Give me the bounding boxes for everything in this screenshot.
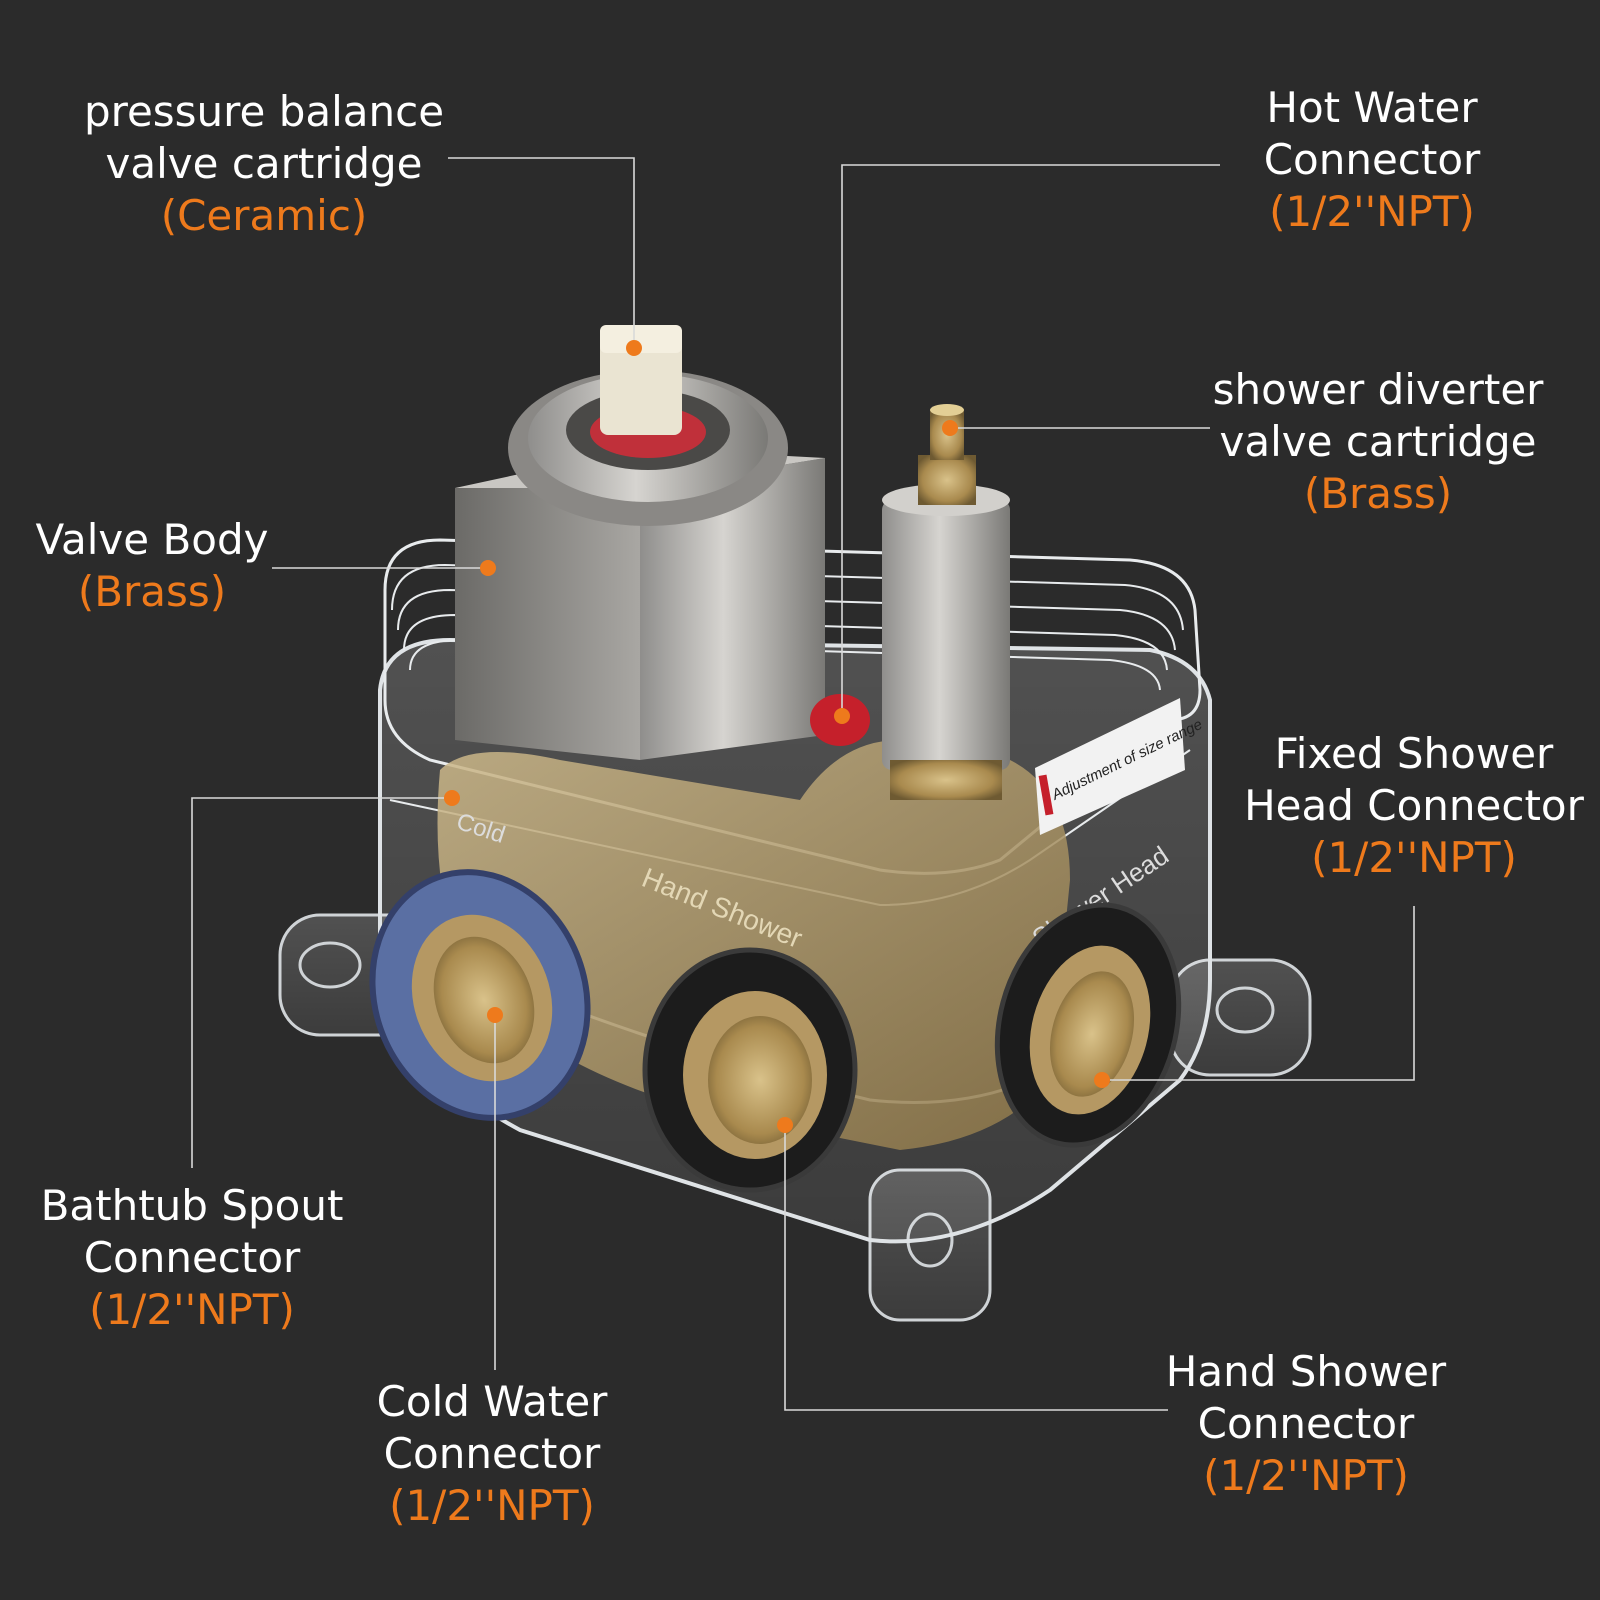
label-diverter-cartridge: shower diverter valve cartridge (Brass) <box>1213 364 1544 520</box>
pressure-cartridge-block <box>455 448 825 760</box>
leader-lines <box>191 157 1415 1411</box>
marker-diverter <box>942 420 958 436</box>
hand-shower-port <box>642 947 858 1193</box>
marker-cold-water <box>487 1007 503 1023</box>
label-cold-water-line2: Connector <box>383 1429 601 1478</box>
label-diverter-line2: valve cartridge <box>1219 417 1537 466</box>
label-hand-shower: Hand Shower Connector (1/2''NPT) <box>1166 1346 1446 1502</box>
marker-bathtub-spout <box>444 790 460 806</box>
label-fixed-shower: Fixed Shower Head Connector (1/2''NPT) <box>1244 728 1584 884</box>
label-diverter-spec: (Brass) <box>1303 469 1453 518</box>
label-cold-water: Cold Water Connector (1/2''NPT) <box>377 1376 608 1532</box>
marker-hand-shower <box>777 1117 793 1133</box>
ceramic-stem <box>600 325 682 435</box>
label-hand-shower-line1: Hand Shower <box>1165 1347 1447 1396</box>
cold-water-port <box>369 869 591 1121</box>
label-hot-water-line1: Hot Water <box>1266 83 1478 132</box>
label-bathtub-spout-line2: Connector <box>83 1233 301 1282</box>
label-bathtub-spout-spec: (1/2''NPT) <box>89 1285 295 1334</box>
marker-valve-body <box>480 560 496 576</box>
leader-hot-water <box>841 164 1220 715</box>
label-bathtub-spout-line1: Bathtub Spout <box>40 1181 344 1230</box>
label-hand-shower-line2: Connector <box>1197 1399 1415 1448</box>
label-valve-body-line1: Valve Body <box>35 515 269 564</box>
leader-hand-shower <box>784 1125 1168 1411</box>
label-fixed-shower-line1: Fixed Shower <box>1274 729 1554 778</box>
label-valve-body-spec: (Brass) <box>77 567 227 616</box>
marker-fixed-shower <box>1094 1072 1110 1088</box>
label-fixed-shower-line2: Head Connector <box>1244 781 1584 830</box>
markers <box>444 340 1110 1133</box>
marker-pressure-cartridge <box>626 340 642 356</box>
label-pressure-cartridge-line2: valve cartridge <box>105 139 423 188</box>
diverter-cartridge <box>882 404 1010 800</box>
leader-fixed-shower <box>1102 906 1415 1081</box>
label-bathtub-spout: Bathtub Spout Connector (1/2''NPT) <box>41 1180 344 1336</box>
label-valve-body: Valve Body (Brass) <box>36 514 269 618</box>
label-hot-water-spec: (1/2''NPT) <box>1269 187 1475 236</box>
fixed-shower-port <box>994 902 1182 1148</box>
brass-body <box>437 740 1070 1150</box>
marker-hot-water <box>834 708 850 724</box>
label-pressure-cartridge: pressure balance valve cartridge (Cerami… <box>84 86 444 242</box>
leader-pressure-cartridge <box>448 157 635 348</box>
label-pressure-cartridge-spec: (Ceramic) <box>160 191 368 240</box>
label-pressure-cartridge-line1: pressure balance <box>83 87 445 136</box>
label-hot-water: Hot Water Connector (1/2''NPT) <box>1264 82 1481 238</box>
label-fixed-shower-spec: (1/2''NPT) <box>1311 833 1517 882</box>
label-hand-shower-spec: (1/2''NPT) <box>1203 1451 1409 1500</box>
leader-bathtub-spout <box>191 797 452 1168</box>
label-hot-water-line2: Connector <box>1263 135 1481 184</box>
label-diverter-line1: shower diverter <box>1212 365 1544 414</box>
label-cold-water-spec: (1/2''NPT) <box>389 1481 595 1530</box>
label-cold-water-line1: Cold Water <box>376 1377 608 1426</box>
